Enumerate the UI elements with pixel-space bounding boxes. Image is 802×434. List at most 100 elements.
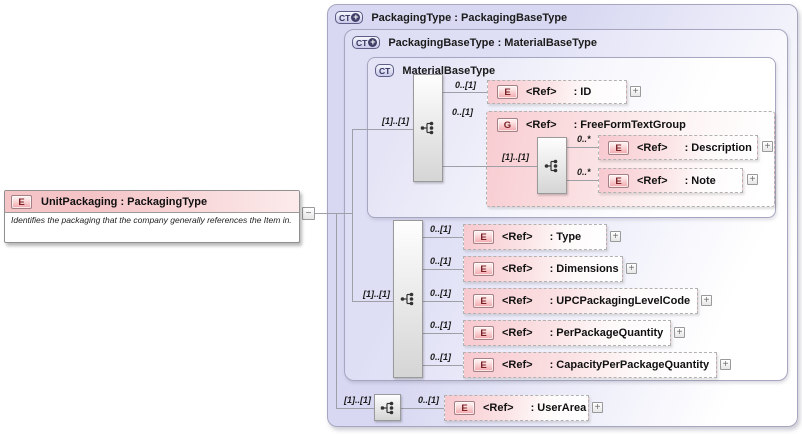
material-base-type-title: MaterialBaseType bbox=[402, 64, 496, 77]
cardinality-material-seq: [1]..[1] bbox=[382, 116, 409, 126]
cardinality-perpackage: 0..[1] bbox=[430, 320, 452, 330]
group-icon: G bbox=[497, 118, 518, 132]
sequence-compositor-inherited[interactable] bbox=[393, 220, 423, 378]
element-icon: E bbox=[454, 401, 475, 415]
sequence-icon bbox=[400, 292, 414, 306]
element-name: : Dimensions bbox=[549, 263, 619, 275]
material-base-type-header: CT MaterialBaseType bbox=[368, 58, 775, 77]
ref-text: <Ref> bbox=[502, 327, 533, 339]
cardinality-note: 0..* bbox=[577, 167, 591, 177]
cardinality-userarea: 0..[1] bbox=[418, 395, 440, 405]
connector-material-stub bbox=[352, 129, 413, 130]
element-node-capacityperpackagequantity[interactable]: E <Ref> : CapacityPerPackageQuantity bbox=[463, 352, 717, 378]
sequence-icon bbox=[420, 121, 434, 135]
connector-perpackage bbox=[423, 333, 463, 334]
element-name: : Note bbox=[684, 174, 716, 187]
freeformtextgroup-header: G <Ref> : FreeFormTextGroup bbox=[487, 112, 774, 132]
ref-text: <Ref> bbox=[637, 141, 668, 154]
packaging-type-header: CT+ PackagingType : PackagingBaseType bbox=[328, 5, 797, 24]
cardinality-dimensions: 0..[1] bbox=[430, 256, 452, 266]
element-node-type[interactable]: E <Ref> : Type bbox=[463, 224, 607, 250]
connector-upc bbox=[423, 301, 463, 302]
element-name: : UserArea bbox=[530, 402, 587, 414]
expand-button-note[interactable]: + bbox=[747, 174, 758, 185]
expand-button-id[interactable]: + bbox=[630, 86, 641, 97]
expand-button-type[interactable]: + bbox=[610, 231, 621, 242]
element-node-note[interactable]: E <Ref> : Note bbox=[598, 168, 743, 193]
cardinality-inherited-seq: [1]..[1] bbox=[363, 289, 390, 299]
expand-button-capacity[interactable]: + bbox=[720, 359, 731, 370]
cardinality-upc: 0..[1] bbox=[430, 288, 452, 298]
complex-type-icon: CT bbox=[375, 64, 395, 77]
expand-button-description[interactable]: + bbox=[762, 141, 773, 152]
connector-entry bbox=[315, 213, 352, 214]
plus-badge-icon: + bbox=[368, 37, 378, 47]
element-icon: E bbox=[473, 326, 494, 340]
expand-button-dimensions[interactable]: + bbox=[626, 263, 637, 274]
element-node-unitpackaging[interactable]: E UnitPackaging : PackagingType Identifi… bbox=[4, 190, 300, 243]
sequence-compositor-userarea[interactable] bbox=[374, 394, 401, 421]
unitpackaging-title: UnitPackaging : PackagingType bbox=[41, 195, 208, 208]
sequence-compositor-material[interactable] bbox=[413, 74, 443, 182]
connector-note bbox=[567, 180, 598, 181]
ref-text: <Ref> bbox=[502, 295, 533, 307]
cardinality-fftg-seq: [1]..[1] bbox=[502, 152, 529, 162]
connector-id bbox=[443, 92, 487, 93]
cardinality-type: 0..[1] bbox=[430, 224, 452, 234]
complex-type-extension-icon: CT+ bbox=[352, 36, 381, 49]
cardinality-fftg: 0..[1] bbox=[452, 107, 474, 117]
connector-inherited-stub bbox=[352, 301, 393, 302]
element-icon: E bbox=[473, 262, 494, 276]
packaging-base-type-header: CT+ PackagingBaseType : MaterialBaseType bbox=[345, 30, 787, 49]
cardinality-userarea-seq: [1]..[1] bbox=[344, 395, 371, 405]
element-icon: E bbox=[473, 358, 494, 372]
element-name: : Description bbox=[684, 141, 752, 154]
ref-text: <Ref> bbox=[502, 231, 533, 243]
cardinality-capacity: 0..[1] bbox=[430, 352, 452, 362]
element-name: : ID bbox=[573, 86, 592, 98]
cardinality-description: 0..* bbox=[577, 134, 591, 144]
packaging-type-title: PackagingType : PackagingBaseType bbox=[371, 11, 568, 24]
ref-text: <Ref> bbox=[526, 86, 557, 98]
connector-type bbox=[423, 237, 463, 238]
collapse-button-unitpackaging[interactable]: − bbox=[302, 207, 315, 220]
element-name: : UPCPackagingLevelCode bbox=[549, 295, 691, 307]
ref-text: <Ref> bbox=[502, 359, 533, 371]
element-icon: E bbox=[473, 294, 494, 308]
element-icon: E bbox=[497, 85, 518, 99]
element-icon: E bbox=[473, 230, 494, 244]
connector-fftg-seq bbox=[443, 166, 537, 167]
connector-trunk-packagingtype bbox=[336, 213, 337, 409]
connector-userarea bbox=[401, 408, 444, 409]
packaging-base-type-title: PackagingBaseType : MaterialBaseType bbox=[388, 36, 598, 49]
element-icon: E bbox=[11, 194, 32, 209]
sequence-compositor-fftg[interactable] bbox=[537, 137, 567, 194]
expand-button-upc[interactable]: + bbox=[701, 295, 712, 306]
connector-dimensions bbox=[423, 269, 463, 270]
element-node-perpackagequantity[interactable]: E <Ref> : PerPackageQuantity bbox=[463, 320, 671, 346]
element-name: : PerPackageQuantity bbox=[549, 327, 664, 339]
element-icon: E bbox=[608, 173, 629, 188]
connector-description bbox=[567, 147, 598, 148]
element-node-id[interactable]: E <Ref> : ID bbox=[487, 80, 627, 104]
cardinality-id: 0..[1] bbox=[455, 80, 477, 90]
element-icon: E bbox=[608, 140, 629, 155]
expand-button-userarea[interactable]: + bbox=[592, 402, 603, 413]
plus-badge-icon: + bbox=[351, 12, 361, 22]
ref-text: <Ref> bbox=[502, 263, 533, 275]
element-node-dimensions[interactable]: E <Ref> : Dimensions bbox=[463, 256, 623, 282]
element-node-description[interactable]: E <Ref> : Description bbox=[598, 135, 758, 160]
sequence-icon bbox=[380, 401, 393, 414]
unitpackaging-annotation: Identifies the packaging that the compan… bbox=[11, 215, 292, 225]
connector-userarea-stub bbox=[336, 408, 374, 409]
element-name: : Type bbox=[549, 231, 582, 243]
element-name: : CapacityPerPackageQuantity bbox=[549, 359, 710, 371]
expand-button-perpackage[interactable]: + bbox=[674, 327, 685, 338]
ref-text: <Ref> bbox=[637, 174, 668, 187]
unitpackaging-header: E UnitPackaging : PackagingType bbox=[5, 191, 299, 213]
element-node-userarea[interactable]: E <Ref> : UserArea bbox=[444, 395, 589, 421]
element-node-upcpackaginglevelcode[interactable]: E <Ref> : UPCPackagingLevelCode bbox=[463, 288, 698, 314]
connector-trunk-packagingbase bbox=[352, 129, 353, 302]
connector-capacity bbox=[423, 365, 463, 366]
